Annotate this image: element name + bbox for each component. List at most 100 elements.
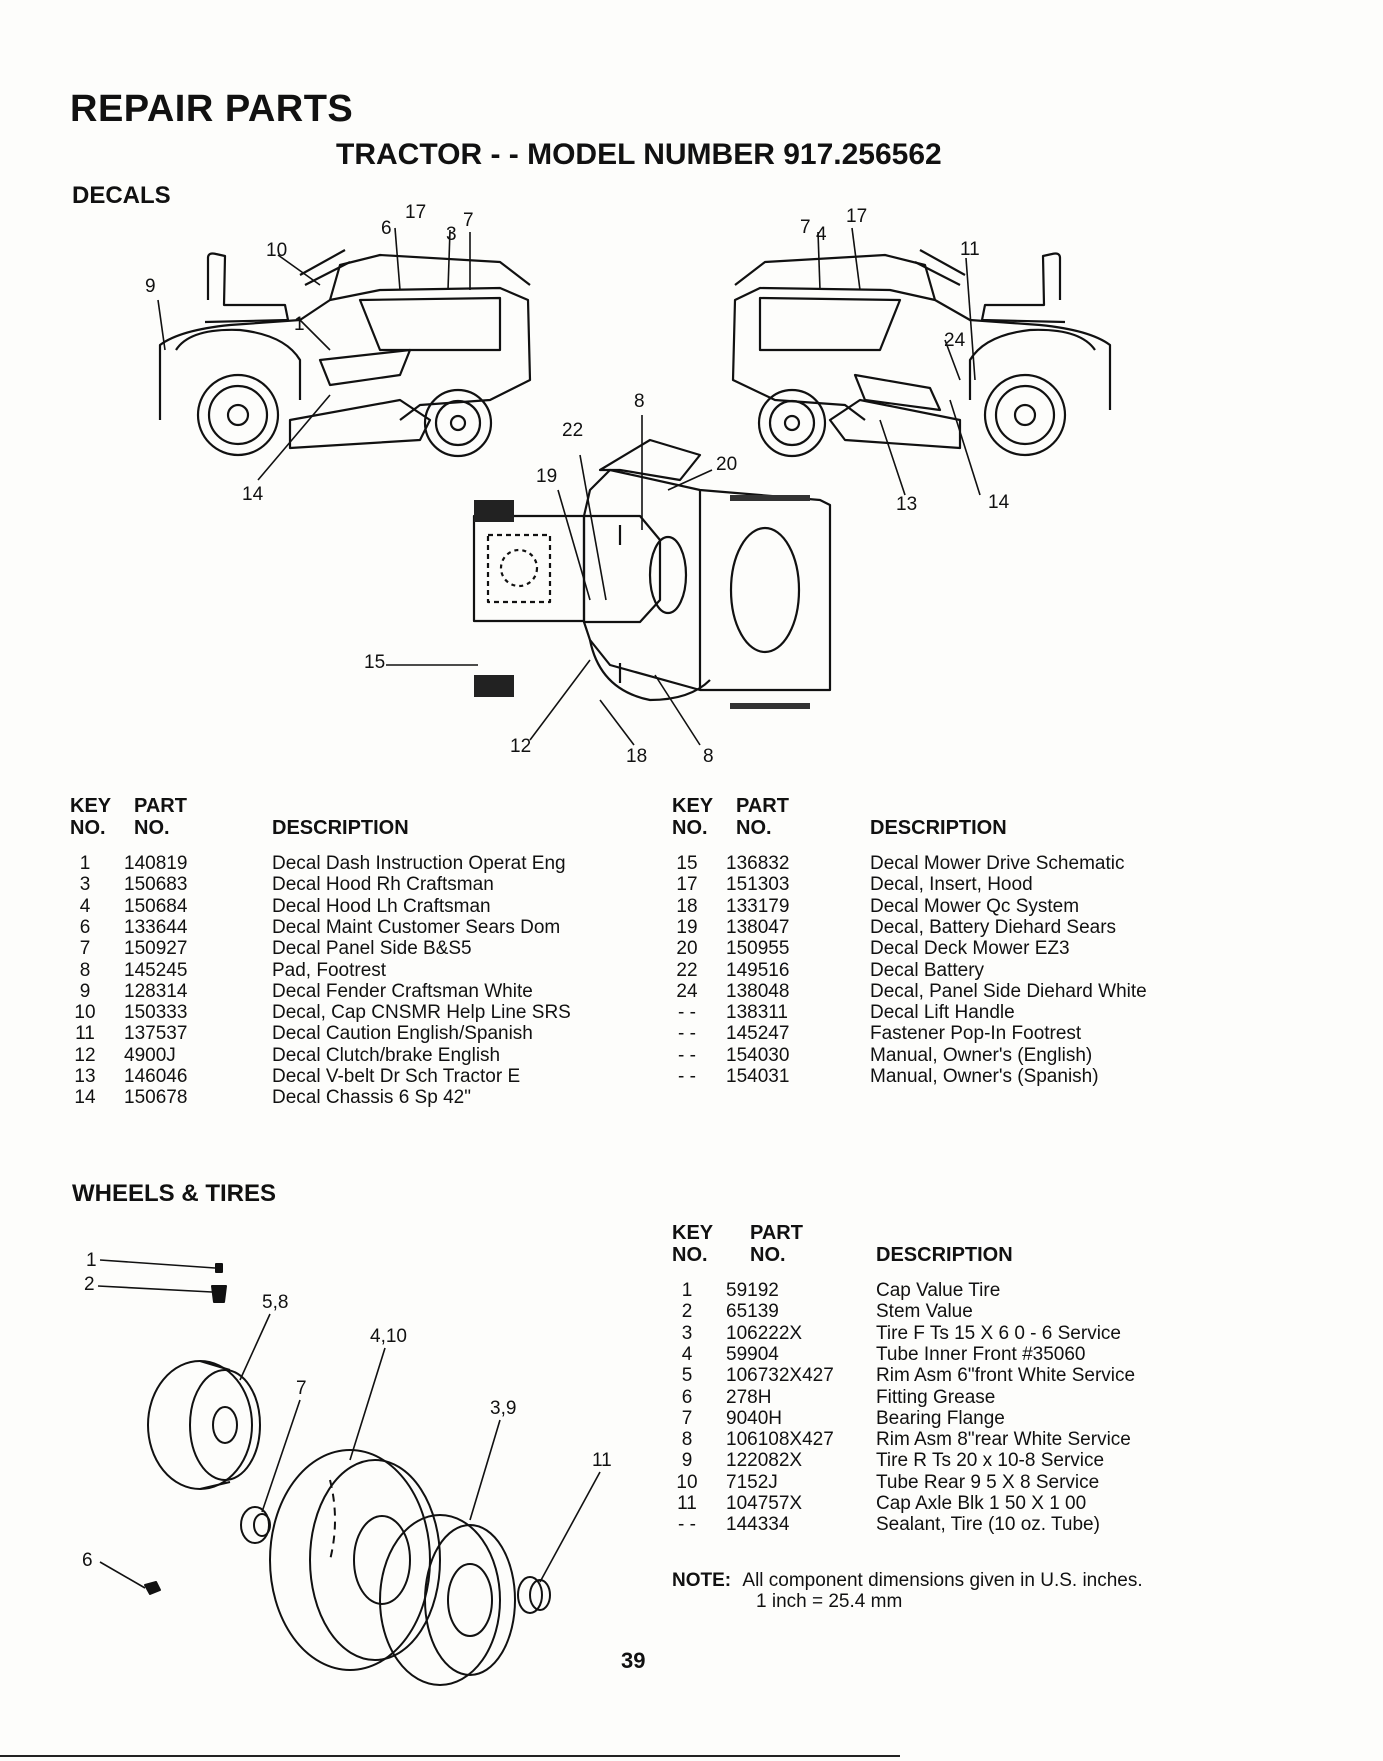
part-no-cell: 7152J [726,1471,778,1493]
key-no-cell: 7 [681,1407,693,1429]
note-line-2: 1 inch = 25.4 mm [756,1591,903,1612]
callout-label: 11 [960,239,980,260]
part-no-cell: 122082X [726,1450,803,1472]
description-cell: Decal Fender Craftsman White [272,980,533,1002]
callout-label: 8 [634,391,645,412]
part-no-cell: 154030 [726,1044,790,1066]
part-no-cell: 149516 [726,959,790,981]
part-no-cell: 106732X427 [726,1365,834,1387]
description-cell: Cap Value Tire [876,1280,1001,1301]
description-cell: Decal Hood Lh Craftsman [272,895,491,917]
callout-label: 20 [716,454,737,475]
key-no-cell: 4 [681,1343,693,1365]
key-no-cell: 10 [676,1471,698,1493]
part-no-cell: 133179 [726,895,790,917]
callout-label: 6 [381,218,392,239]
part-no-cell: 137537 [124,1023,188,1045]
key-no-cell: 3 [681,1322,693,1344]
callout-label: 14 [242,484,264,505]
key-no-cell: 8 [79,959,91,981]
callout-label: 3 [446,224,457,245]
description-cell: Manual, Owner's (English) [870,1044,1093,1066]
key-no-cell: - - [678,1066,696,1087]
callout-label: 9 [145,276,156,297]
key-no-cell: 9 [79,980,91,1002]
description-cell: Decal Battery [870,959,985,981]
description-cell: Decal Panel Side B&S5 [272,938,472,960]
part-no-cell: 136832 [726,853,790,874]
description-header: DESCRIPTION [870,817,1007,839]
footer-rule [0,1755,900,1757]
part-no-cell: 146046 [124,1066,188,1087]
part-no-cell: 145247 [726,1023,790,1045]
callout-label: 24 [944,330,966,351]
callout-label: 2 [84,1274,95,1295]
key-no-cell: 9 [681,1450,693,1472]
part-no-cell: 138048 [726,980,790,1002]
description-cell: Decal Mower Qc System [870,895,1080,917]
callout-label: 1 [294,314,305,335]
key-no-cell: 2 [681,1301,693,1323]
key-no-cell: 19 [676,916,698,938]
description-cell: Tire R Ts 20 x 10-8 Service [876,1450,1105,1472]
part-no-header: PART NO. [736,795,789,839]
callout-label: 10 [266,240,287,261]
decals-diagram: 6 17 3 7 10 9 1 14 7 4 17 11 24 8 22 19 … [145,202,1112,767]
key-no-cell: 14 [74,1087,96,1109]
key-no-cell: - - [678,1002,696,1024]
part-no-cell: 138311 [726,1002,788,1024]
description-cell: Decal Caution English/Spanish [272,1023,533,1045]
key-no-cell: 13 [74,1066,96,1087]
front-tire-drawing [269,1449,441,1671]
key-no-cell: - - [678,1044,696,1066]
deck-top-view-drawing [472,438,832,702]
description-cell: Decal Clutch/brake English [272,1044,501,1066]
tractor-right-drawing [731,249,1112,458]
part-no-cell: 150333 [124,1002,188,1024]
callout-label: 8 [703,746,714,767]
description-cell: Fitting Grease [876,1386,996,1408]
key-no-cell: 1 [681,1280,693,1301]
description-cell: Decal, Insert, Hood [870,874,1033,896]
part-no-cell: 145245 [124,959,188,981]
part-no-cell: 150683 [124,874,188,896]
key-no-cell: 6 [681,1386,693,1408]
part-no-cell: 106222X [726,1322,803,1344]
part-no-cell: 128314 [124,980,188,1002]
callout-label: 13 [896,494,917,515]
callout-label: 22 [562,420,583,441]
callout-label: 12 [510,736,531,757]
part-no-header: PART NO. [750,1222,803,1266]
callout-label: 3,9 [490,1398,516,1419]
callout-label: 17 [405,202,426,223]
callout-label: 7 [800,217,811,238]
key-no-cell: 7 [79,938,91,960]
page-title: REPAIR PARTS [70,88,354,130]
description-cell: Tube Inner Front #35060 [876,1343,1086,1365]
key-no-cell: 15 [676,853,698,874]
part-no-cell: 150955 [726,938,790,960]
description-cell: Sealant, Tire (10 oz. Tube) [876,1514,1100,1536]
part-no-cell: 154031 [726,1066,790,1087]
part-no-cell: 138047 [726,916,790,938]
part-no-cell: 144334 [726,1514,790,1536]
rear-tire-drawing [379,1514,516,1686]
description-cell: Manual, Owner's (Spanish) [870,1066,1099,1087]
part-no-cell: 59192 [726,1280,779,1301]
description-cell: Cap Axle Blk 1 50 X 1 00 [876,1493,1087,1514]
part-no-cell: 151303 [726,874,790,896]
callout-label: 17 [846,206,867,227]
page-number: 39 [621,1648,646,1673]
key-no-cell: 11 [75,1023,95,1045]
key-no-cell: 22 [676,959,698,981]
description-cell: Tire F Ts 15 X 6 0 - 6 Service [876,1322,1121,1344]
tractor-left-drawing [158,249,532,458]
callout-label: 19 [536,466,557,487]
description-cell: Rim Asm 6"front White Service [876,1365,1136,1387]
key-no-header: KEY NO. [70,795,112,839]
callout-label: 4 [816,224,827,245]
key-no-cell: 18 [676,895,698,917]
